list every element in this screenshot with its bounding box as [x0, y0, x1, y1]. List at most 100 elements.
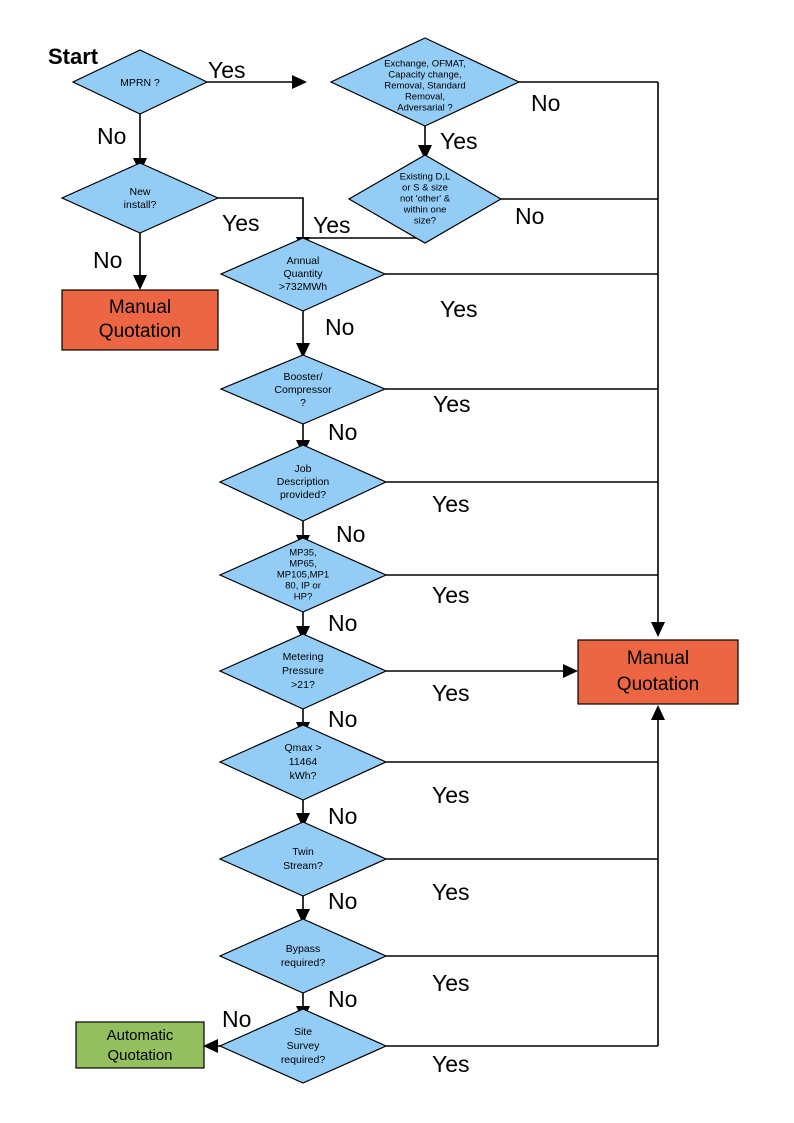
- edge-label-existing-yes: Yes: [313, 212, 351, 238]
- new-install-label-2: install?: [124, 199, 157, 211]
- exchange-diamond[interactable]: [329, 37, 521, 127]
- mp-ratings-label-5: HP?: [294, 592, 312, 603]
- node-qmax[interactable]: Qmax > 11464 kWh?: [218, 724, 388, 801]
- arrowhead-metering-yes: [563, 664, 578, 678]
- job-description-label-3: provided?: [280, 489, 326, 501]
- automatic-label-1: Automatic: [107, 1027, 174, 1044]
- metering-pressure-diamond[interactable]: [218, 633, 388, 710]
- automatic-box[interactable]: [75, 1021, 205, 1069]
- twin-stream-label-2: Stream?: [283, 860, 323, 872]
- annual-quantity-label-2: Quantity: [283, 268, 323, 280]
- mp-ratings-label-4: 80, IP or: [285, 581, 321, 592]
- node-booster[interactable]: Booster/ Compressor ?: [219, 354, 387, 425]
- manual-right-box[interactable]: [577, 639, 739, 705]
- edge-label-qmax-no: No: [328, 803, 357, 829]
- mprn-diamond[interactable]: [71, 49, 209, 115]
- annual-quantity-label-1: Annual: [287, 255, 320, 267]
- edge-label-mprn-yes: Yes: [208, 57, 246, 83]
- new-install-diamond[interactable]: [60, 162, 220, 234]
- edge-newinstall-yes: [218, 197, 304, 237]
- metering-pressure-label-1: Metering: [283, 651, 324, 663]
- arrowhead-annual-no: [296, 343, 310, 358]
- arrowhead-qmax-no: [296, 813, 310, 828]
- node-manual-quotation-left[interactable]: Manual Quotation: [61, 289, 219, 351]
- booster-diamond[interactable]: [219, 354, 387, 425]
- exchange-label-2: Capacity change,: [388, 70, 461, 81]
- manual-left-label-1: Manual: [109, 297, 171, 318]
- existing-dls-label-1: Existing D,L: [400, 172, 451, 183]
- twin-stream-label-1: Twin: [292, 846, 314, 858]
- mp-ratings-label-2: MP65,: [289, 559, 316, 570]
- edge-label-metering-yes: Yes: [432, 680, 470, 706]
- edge-label-booster-yes: Yes: [433, 391, 471, 417]
- existing-dls-diamond[interactable]: [347, 154, 503, 244]
- edge-label-mprn-no: No: [97, 123, 126, 149]
- edge-label-qmax-yes: Yes: [432, 782, 470, 808]
- mprn-label: MPRN ?: [120, 77, 160, 89]
- node-metering-pressure[interactable]: Metering Pressure >21?: [218, 633, 388, 710]
- node-exchange[interactable]: Exchange, OFMAT, Capacity change, Remova…: [329, 37, 521, 127]
- manual-left-box[interactable]: [61, 289, 219, 351]
- manual-right-label-2: Quotation: [617, 674, 699, 695]
- existing-dls-label-2: or S & size: [402, 183, 448, 194]
- bypass-diamond[interactable]: [218, 918, 388, 994]
- twin-stream-diamond[interactable]: [218, 821, 388, 897]
- booster-label-1: Booster/: [283, 371, 322, 383]
- edge-label-exchange-yes: Yes: [440, 128, 478, 154]
- annual-quantity-diamond[interactable]: [219, 237, 387, 312]
- edge-label-annual-no: No: [325, 314, 354, 340]
- exchange-label-1: Exchange, OFMAT,: [384, 59, 466, 70]
- node-job-description[interactable]: Job Description provided?: [218, 444, 388, 522]
- edge-label-metering-no: No: [328, 706, 357, 732]
- edge-label-booster-no: No: [328, 419, 357, 445]
- automatic-label-2: Quotation: [107, 1047, 172, 1064]
- job-description-label-2: Description: [277, 476, 330, 488]
- mp-ratings-diamond[interactable]: [218, 537, 388, 613]
- arrowhead-mprn-yes: [292, 75, 307, 89]
- edge-label-layer: Yes No No Yes Yes No Yes No Yes No Yes N…: [93, 57, 560, 1077]
- node-new-install[interactable]: New install?: [60, 162, 220, 234]
- arrowhead-rail-bottom-into-manual: [651, 705, 665, 720]
- manual-left-label-2: Quotation: [99, 321, 181, 342]
- arrowhead-exchange-yes: [418, 145, 432, 160]
- start-label: Start: [48, 44, 99, 69]
- mp-ratings-label-3: MP105,MP1: [277, 570, 329, 581]
- node-mprn[interactable]: MPRN ?: [71, 49, 209, 115]
- qmax-label-1: Qmax >: [284, 742, 321, 754]
- bypass-label-1: Bypass: [286, 943, 320, 955]
- job-description-diamond[interactable]: [218, 444, 388, 522]
- qmax-diamond[interactable]: [218, 724, 388, 801]
- edge-label-bypass-no: No: [328, 986, 357, 1012]
- edge-label-mp-no: No: [328, 610, 357, 636]
- exchange-label-3: Removal, Standard: [384, 81, 465, 92]
- edge-label-newinstall-no: No: [93, 247, 122, 273]
- site-survey-diamond[interactable]: [218, 1008, 388, 1084]
- edge-label-annual-yes: Yes: [440, 296, 478, 322]
- bypass-label-2: required?: [281, 957, 326, 969]
- arrowhead-survey-no: [203, 1039, 218, 1053]
- connector-layer: [133, 75, 665, 1053]
- node-site-survey[interactable]: Site Survey required?: [218, 1008, 388, 1084]
- existing-dls-label-3: not 'other' &: [400, 194, 451, 205]
- node-twin-stream[interactable]: Twin Stream?: [218, 821, 388, 897]
- node-bypass[interactable]: Bypass required?: [218, 918, 388, 994]
- edge-label-newinstall-yes: Yes: [222, 210, 260, 236]
- manual-right-label-1: Manual: [627, 648, 689, 669]
- edge-label-exchange-no: No: [531, 90, 560, 116]
- exchange-label-4: Removal,: [405, 92, 445, 103]
- node-existing-dls[interactable]: Existing D,L or S & size not 'other' & w…: [347, 154, 503, 244]
- arrowhead-newinstall-no: [133, 275, 147, 290]
- edge-label-twin-yes: Yes: [432, 879, 470, 905]
- node-annual-quantity[interactable]: Annual Quantity >732MWh: [219, 237, 387, 312]
- edge-label-job-no: No: [336, 521, 365, 547]
- qmax-label-3: kWh?: [290, 770, 317, 782]
- booster-label-2: Compressor: [274, 384, 332, 396]
- node-automatic-quotation[interactable]: Automatic Quotation: [75, 1021, 205, 1069]
- edge-label-job-yes: Yes: [432, 491, 470, 517]
- node-mp-ratings[interactable]: MP35, MP65, MP105,MP1 80, IP or HP?: [218, 537, 388, 613]
- exchange-label-5: Adversarial ?: [397, 103, 452, 114]
- existing-dls-label-4: within one: [403, 205, 447, 216]
- node-manual-quotation-right[interactable]: Manual Quotation: [577, 639, 739, 705]
- edge-label-mp-yes: Yes: [432, 582, 470, 608]
